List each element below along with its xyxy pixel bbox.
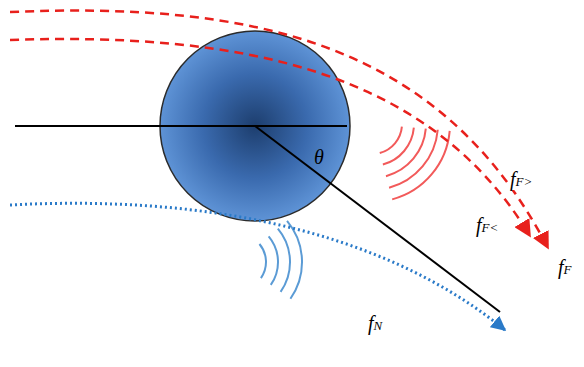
ray-label: fF (556, 256, 574, 278)
far-ray (10, 39, 530, 236)
wave-arc (269, 236, 278, 285)
wave-arc (259, 244, 266, 278)
wave-arc (287, 221, 302, 299)
wave-arc (389, 130, 438, 188)
wave-arc (392, 131, 450, 200)
ray-label: fF< (474, 214, 500, 236)
wave-arc (380, 127, 402, 153)
ray-label: fF> (508, 168, 534, 190)
near-ray (10, 203, 505, 330)
scatter-line (255, 126, 500, 312)
wave-arc (278, 229, 290, 292)
angle-label: θ (312, 146, 326, 168)
axis-line (15, 125, 347, 127)
wave-arc (383, 128, 414, 165)
ray-label: fN (366, 312, 384, 334)
wave-arcs (259, 127, 449, 299)
far-ray (10, 11, 548, 248)
